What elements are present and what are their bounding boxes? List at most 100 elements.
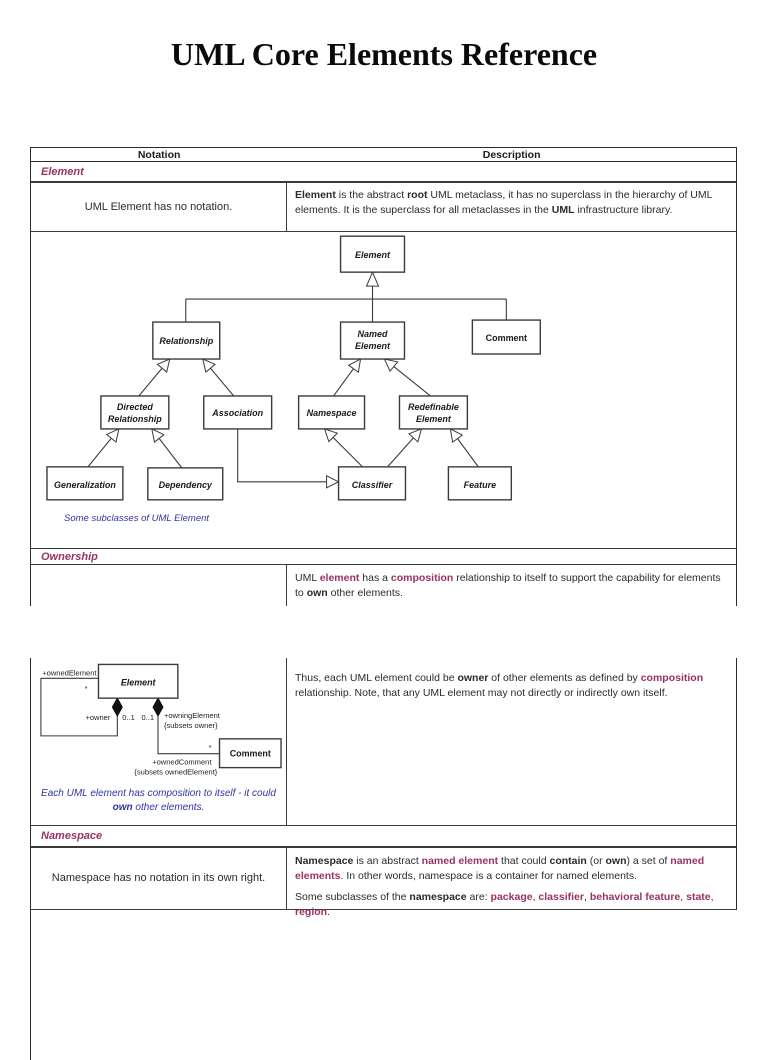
text-segment: relationship to itself to support the ca…: [295, 572, 721, 599]
text-segment: ,: [532, 891, 539, 903]
table-row-ownership-diagram: Element Comment +ownedElement * +owner 0…: [30, 658, 737, 826]
class-label-dependency: Dependency: [159, 480, 213, 490]
text-segment: own: [605, 855, 627, 867]
class-label-named-element-2: Element: [355, 341, 391, 351]
class-boxes: Element Relationship Named Element Comme…: [46, 235, 541, 501]
text-segment: other elements.: [327, 587, 403, 599]
text-segment: composition: [640, 672, 704, 684]
class-label-redefinable-element-1: Redefinable: [408, 402, 459, 412]
class-box-comment: [471, 319, 541, 355]
namespace-description-paragraph-1: Namespace is an abstract named element t…: [295, 854, 728, 884]
label-owning-element: +owningElement: [164, 711, 221, 720]
class-label-redefinable-element-2: Element: [416, 414, 452, 424]
text-segment: (or: [586, 855, 606, 867]
label-subsets-owner: {subsets owner}: [164, 721, 218, 730]
text-segment: Each UML element has composition to itse…: [41, 788, 276, 799]
class-box-comment: [218, 738, 282, 769]
class-box-generalization: [46, 466, 124, 501]
notation-cell-ownership: [30, 565, 287, 606]
text-segment: Some subclasses of the: [295, 891, 410, 903]
label-mult-owner: 0..1: [122, 713, 135, 722]
text-segment: has a: [359, 572, 391, 584]
class-box-classifier: [337, 466, 407, 501]
text-segment: Namespace: [295, 855, 354, 867]
element-hierarchy-diagram: Element Relationship Named Element Comme…: [31, 232, 735, 548]
class-box-feature: [447, 466, 513, 501]
text-segment: owner: [457, 672, 489, 684]
text-segment: that could: [498, 855, 550, 867]
text-segment: UML: [295, 572, 320, 584]
text-segment: ,: [680, 891, 687, 903]
table-header-row: Notation Description: [30, 147, 737, 162]
class-label-element: Element: [121, 677, 157, 687]
text-segment: element: [319, 572, 360, 584]
class-label-relationship: Relationship: [159, 336, 213, 346]
text-segment: own: [112, 802, 133, 813]
class-box-named-element: [339, 321, 406, 360]
text-segment: named element: [421, 855, 499, 867]
text-segment: named elements: [295, 855, 705, 882]
text-segment: is an abstract: [353, 855, 422, 867]
class-label-classifier: Classifier: [352, 480, 393, 490]
table-row-namespace: Namespace has no notation in its own rig…: [30, 848, 737, 918]
column-header-description: Description: [482, 148, 541, 161]
label-star-owned-element: *: [85, 684, 88, 693]
class-label-namespace: Namespace: [307, 408, 357, 418]
label-subsets-owned-element: {subsets ownedElement}: [134, 768, 217, 777]
uml-class-diagram: Element Relationship Named Element Comme…: [46, 235, 541, 501]
generalization-connectors: [87, 286, 507, 483]
text-segment: is the abstract: [335, 189, 408, 201]
text-segment: region: [295, 906, 328, 918]
section-label: Ownership: [41, 550, 98, 563]
namespace-description-paragraph-2: Some subclasses of the namespace are: pa…: [295, 890, 728, 920]
text-segment: are:: [466, 891, 491, 903]
description-cell-ownership-1: UML element has a composition relationsh…: [287, 565, 737, 606]
composition-diamond-owner: [111, 697, 123, 718]
diagram-caption-subclasses: Some subclasses of UML Element: [64, 513, 210, 524]
text-segment: own: [306, 587, 328, 599]
label-star-comment: *: [209, 743, 212, 752]
table-row-element: UML Element has no notation. Element is …: [30, 183, 737, 232]
notation-cell-element: UML Element has no notation.: [30, 183, 287, 231]
notation-cell-namespace: Namespace has no notation in its own rig…: [30, 848, 287, 909]
class-box-association: [203, 395, 273, 430]
class-box-namespace: [297, 395, 366, 430]
class-label-feature: Feature: [464, 480, 496, 490]
text-segment: ,: [583, 891, 590, 903]
class-label-named-element-1: Named: [358, 329, 388, 339]
text-segment: package: [490, 891, 533, 903]
table-row-ownership-text: UML element has a composition relationsh…: [30, 565, 737, 606]
text-segment: infrastructure library.: [574, 204, 673, 216]
text-segment: relationship. Note, that any UML element…: [295, 687, 668, 699]
class-label-association: Association: [211, 408, 263, 418]
class-label-generalization: Generalization: [54, 480, 116, 490]
text-segment: other elements.: [132, 802, 205, 813]
composition-diagram-cell: Element Comment +ownedElement * +owner 0…: [30, 658, 287, 825]
class-box-dependency: [147, 467, 224, 501]
composition-diamond-owning: [152, 697, 164, 718]
text-segment: ) a set of: [626, 855, 671, 867]
class-box-element: [97, 663, 179, 699]
section-label: Element: [41, 165, 84, 178]
text-segment: state: [686, 891, 711, 903]
table-gap: [30, 606, 737, 658]
document-page: { "page_title": "UML Core Elements Refer…: [0, 36, 768, 1060]
text-segment: Thus, each UML element could be: [295, 672, 458, 684]
text-segment: contain: [549, 855, 587, 867]
text-segment: . In other words, namespace is a contain…: [340, 870, 638, 882]
text-segment: Element: [295, 189, 336, 201]
class-label-directed-relationship-1: Directed: [117, 402, 153, 412]
label-owned-comment: +ownedComment: [152, 758, 212, 767]
section-header-element: Element: [30, 162, 737, 183]
description-cell-ownership-2: Thus, each UML element could be owner of…: [287, 658, 737, 825]
text-segment: UML: [551, 204, 575, 216]
class-label-comment: Comment: [230, 749, 271, 759]
table-row-element-diagram: Element Relationship Named Element Comme…: [30, 232, 737, 548]
text-segment: of other elements as defined by: [488, 672, 641, 684]
class-box-directed-relationship: [100, 395, 170, 430]
text-segment: root: [407, 189, 428, 201]
text-segment: composition: [390, 572, 454, 584]
class-box-redefinable-element: [398, 395, 469, 430]
text-segment: UML metaclass, it has no superclass in t…: [295, 189, 713, 216]
class-label-comment: Comment: [486, 333, 527, 343]
